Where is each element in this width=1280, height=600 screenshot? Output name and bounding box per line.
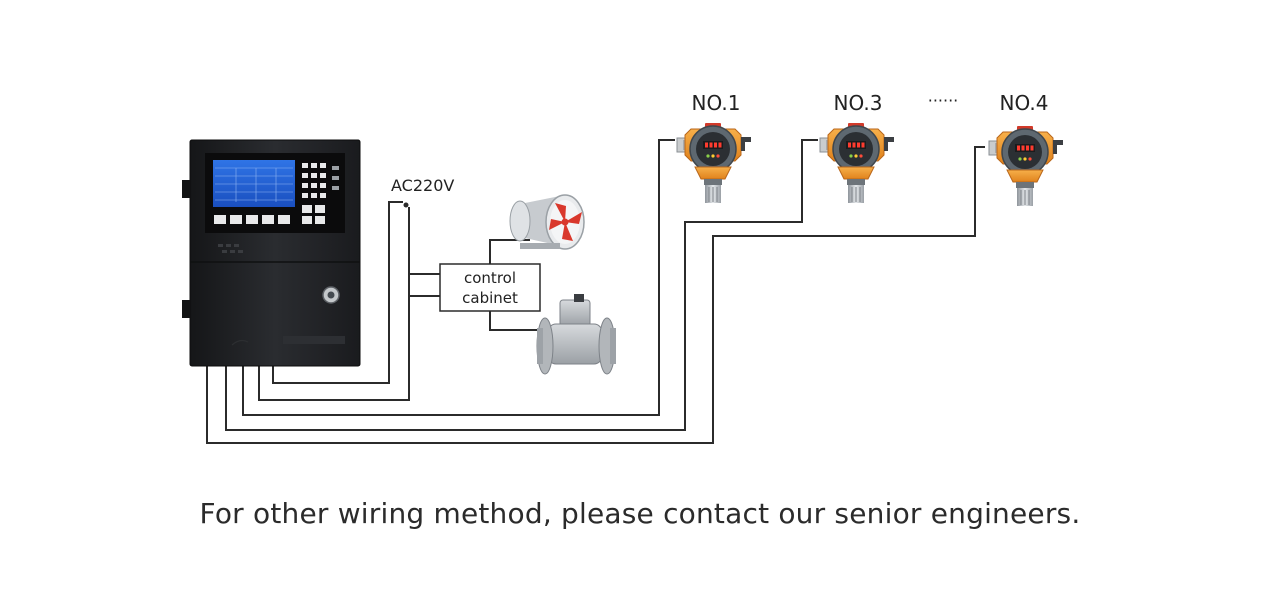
detector-no3: NO.3 bbox=[819, 91, 895, 204]
detector-ellipsis: ······ bbox=[928, 91, 959, 110]
detector-label-no4: NO.4 bbox=[1000, 91, 1049, 115]
footer-caption: For other wiring method, please contact … bbox=[199, 497, 1081, 530]
brand-plate bbox=[283, 336, 345, 344]
detector-label-no3: NO.3 bbox=[834, 91, 883, 115]
wire-to-no4 bbox=[206, 146, 985, 444]
power-terminal: AC220V bbox=[391, 176, 454, 208]
control-cabinet: control cabinet bbox=[439, 263, 541, 312]
speaker-grille bbox=[218, 244, 243, 253]
lock-icon bbox=[322, 286, 340, 304]
control-cabinet-line2: cabinet bbox=[462, 289, 518, 307]
wire-cabinet-to-valve bbox=[489, 311, 545, 331]
control-cabinet-line1: control bbox=[464, 269, 516, 287]
solenoid-valve-icon bbox=[536, 294, 616, 375]
wiring bbox=[206, 139, 985, 444]
detector-no4: NO.4 bbox=[988, 91, 1064, 207]
detector-no1: NO.1 bbox=[676, 91, 752, 204]
exhaust-fan-icon bbox=[509, 194, 585, 250]
wire-power-1 bbox=[272, 201, 403, 384]
wire-to-no3 bbox=[225, 139, 818, 431]
controller-keypad bbox=[214, 163, 339, 224]
wire-to-no1 bbox=[242, 139, 675, 416]
wire-power-2 bbox=[258, 207, 410, 401]
gas-alarm-controller bbox=[182, 139, 361, 367]
power-label: AC220V bbox=[391, 176, 454, 195]
controller-screen bbox=[213, 160, 295, 207]
detector-label-no1: NO.1 bbox=[692, 91, 741, 115]
